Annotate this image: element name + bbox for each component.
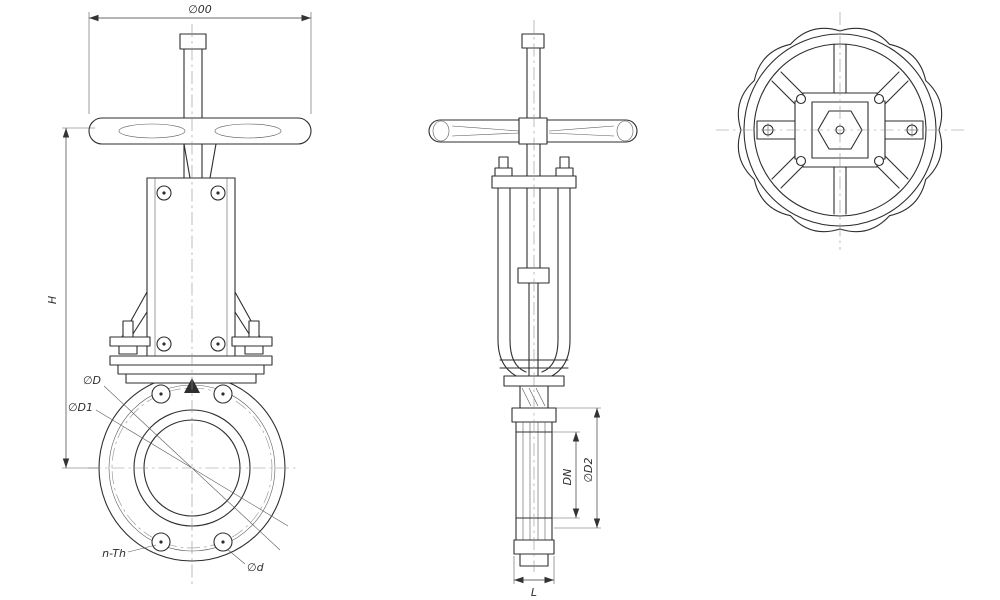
stem-collar xyxy=(517,267,550,284)
dim-label-height: H xyxy=(46,296,59,304)
stem-front xyxy=(179,33,207,179)
stem-cap-front xyxy=(179,33,207,50)
handwheel-spokes xyxy=(771,43,909,215)
dim-height: H xyxy=(46,127,98,469)
gland-nut-left xyxy=(118,345,138,355)
top-view xyxy=(716,12,964,250)
centerlines-front xyxy=(88,24,298,586)
gland-bracket-right xyxy=(231,291,273,355)
dim-nominal-bore: DN xyxy=(552,431,580,519)
handwheel-hub-front xyxy=(183,143,217,179)
gland-bolt-left xyxy=(122,320,134,338)
stem-cap-side xyxy=(521,33,545,49)
dim-wheel-diameter: ∅00 xyxy=(88,3,312,114)
dim-seat-diameter: ∅D2 xyxy=(554,407,601,529)
dim-label-face-to-face: L xyxy=(531,586,537,599)
dim-label-flange-outer: ∅D xyxy=(83,374,101,387)
gland-nut-right xyxy=(244,345,264,355)
bonnet-front xyxy=(146,177,236,359)
handwheel-hub-side xyxy=(518,117,548,145)
handwheel-side xyxy=(428,117,638,145)
section-hatch xyxy=(521,387,546,407)
side-view: DN ∅D2 L xyxy=(428,20,638,599)
flange-bolt-holes xyxy=(151,384,233,552)
gland-bracket-left xyxy=(109,291,151,355)
yoke-side xyxy=(491,156,577,381)
dim-label-hole-diameter: ∅d xyxy=(247,561,265,574)
callout-hole-diameter: ∅d xyxy=(226,548,265,574)
dim-label-nominal-bore: DN xyxy=(561,469,574,486)
handwheel-front xyxy=(88,117,312,179)
callout-bolt-holes: n-Th xyxy=(102,544,157,560)
gland-bolt-right xyxy=(248,320,260,338)
front-view: ∅00 H ∅D ∅D1 n-Th ∅d xyxy=(46,3,312,586)
centerlines-top xyxy=(716,12,964,250)
dim-label-bolt-circle: ∅D1 xyxy=(68,401,93,414)
dim-face-to-face: L xyxy=(513,556,555,599)
dim-label-seat-diameter: ∅D2 xyxy=(582,457,595,482)
handwheel-rim-front xyxy=(88,117,312,145)
neck-flange-stack xyxy=(109,355,273,384)
stem-side xyxy=(517,33,550,377)
dim-label-wheel-diameter: ∅00 xyxy=(188,3,212,16)
dim-label-bolt-holes: n-Th xyxy=(102,547,126,560)
